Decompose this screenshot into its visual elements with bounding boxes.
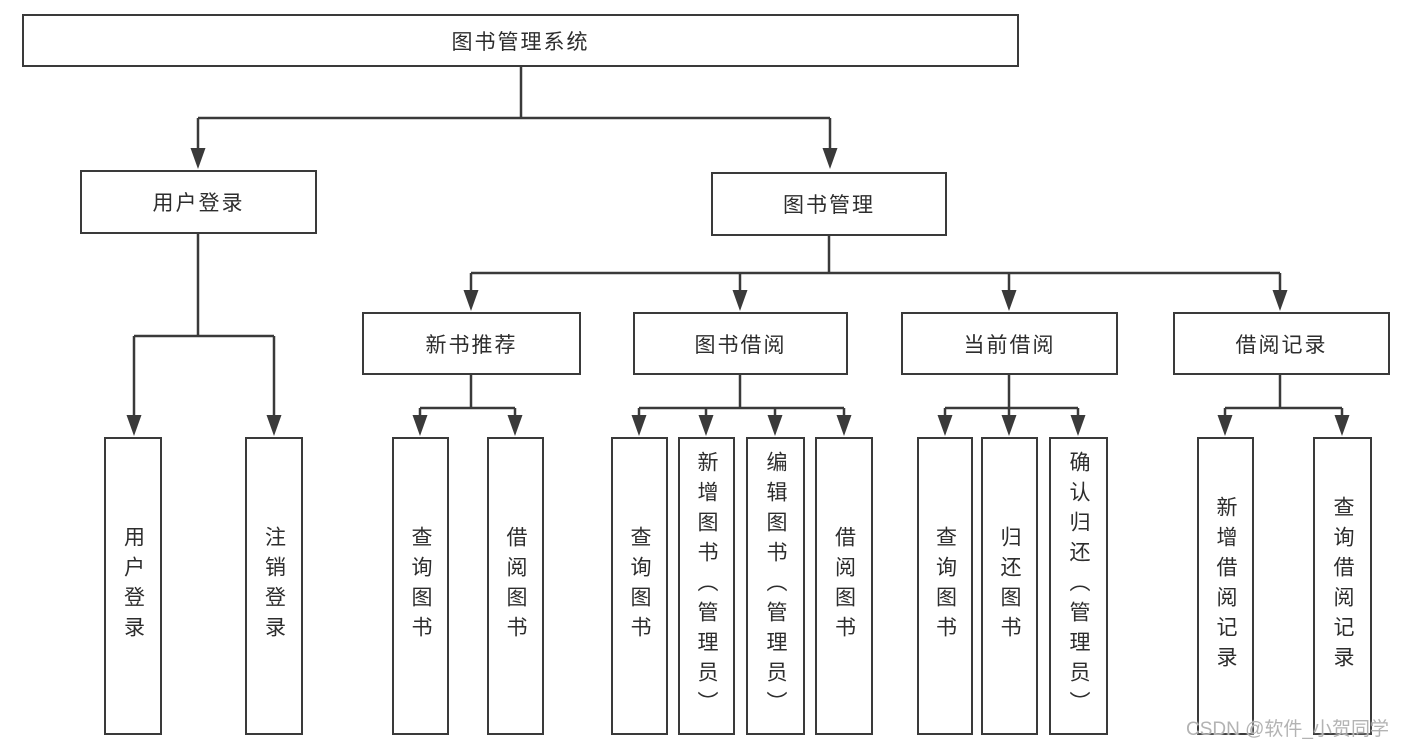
node-book-management-label: 图书管理 (783, 194, 875, 217)
node-add-borrow-record: 新增借阅记录 (1197, 437, 1254, 735)
csdn-watermark: CSDN @软件_小贺同学 (1186, 719, 1389, 740)
node-confirm-return-admin: 确认归还（管理员） (1049, 437, 1108, 735)
node-login: 用户登录 (104, 437, 162, 735)
node-book-borrowing: 图书借阅 (633, 312, 848, 375)
node-book-management: 图书管理 (711, 172, 947, 236)
node-edit-book-admin: 编辑图书（管理员） (746, 437, 805, 735)
node-return-book-label: 归还图书 (998, 526, 1021, 646)
node-user-login-label: 用户登录 (152, 192, 245, 215)
node-current-query-books: 查询图书 (917, 437, 973, 735)
node-borrow-records-label: 借阅记录 (1235, 333, 1328, 357)
node-current-query-books-label: 查询图书 (933, 526, 957, 646)
node-logout: 注销登录 (245, 437, 303, 735)
node-new-book-recommend: 新书推荐 (362, 312, 581, 375)
node-newbooks-query-books: 查询图书 (392, 437, 449, 735)
node-borrowing-query-books: 查询图书 (611, 437, 668, 735)
node-root: 图书管理系统 (22, 14, 1019, 67)
node-borrowing-query-books-label: 查询图书 (628, 526, 651, 646)
node-newbooks-query-books-label: 查询图书 (409, 526, 432, 646)
node-query-borrow-record: 查询借阅记录 (1313, 437, 1372, 735)
node-newbooks-borrow-books: 借阅图书 (487, 437, 544, 735)
node-borrowing-borrow-books-label: 借阅图书 (832, 526, 856, 646)
node-query-borrow-record-label: 查询借阅记录 (1331, 496, 1354, 676)
node-current-borrowing: 当前借阅 (901, 312, 1118, 375)
node-add-borrow-record-label: 新增借阅记录 (1214, 496, 1237, 676)
node-add-book-admin-label: 新增图书（管理员） (695, 451, 718, 721)
node-current-borrowing-label: 当前借阅 (963, 333, 1056, 357)
node-add-book-admin: 新增图书（管理员） (678, 437, 735, 735)
node-root-label: 图书管理系统 (451, 30, 590, 54)
node-borrow-records: 借阅记录 (1173, 312, 1390, 375)
node-login-label: 用户登录 (121, 526, 145, 646)
node-confirm-return-admin-label: 确认归还（管理员） (1067, 451, 1090, 721)
node-return-book: 归还图书 (981, 437, 1038, 735)
node-new-book-recommend-label: 新书推荐 (425, 333, 518, 357)
node-user-login: 用户登录 (80, 170, 317, 234)
node-logout-label: 注销登录 (262, 526, 286, 646)
node-newbooks-borrow-books-label: 借阅图书 (504, 526, 527, 646)
node-borrowing-borrow-books: 借阅图书 (815, 437, 873, 735)
node-edit-book-admin-label: 编辑图书（管理员） (764, 451, 787, 721)
node-book-borrowing-label: 图书借阅 (694, 333, 787, 357)
